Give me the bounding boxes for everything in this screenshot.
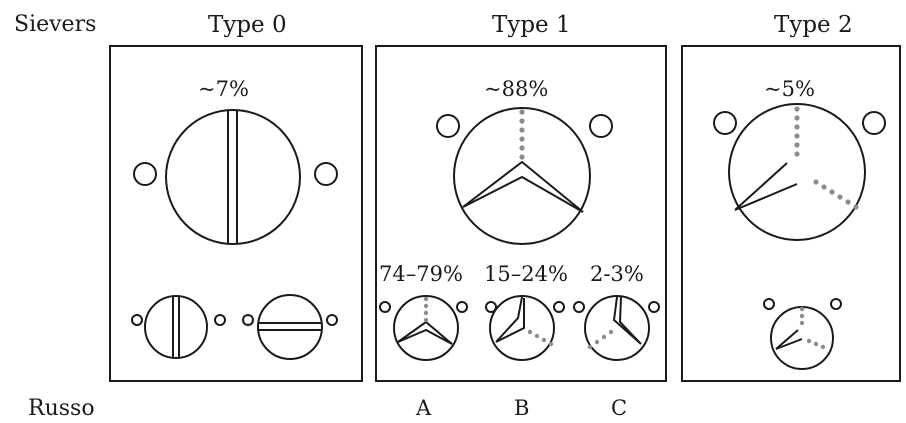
- type-0-small-horizontal-diagram: [242, 294, 338, 360]
- title-type-0: Type 0: [208, 12, 287, 38]
- percent-type-1-a: 74–79%: [379, 262, 463, 286]
- type-0-main-disc: [165, 109, 301, 245]
- letter-c: C: [611, 396, 628, 420]
- percent-type-2: ~5%: [764, 77, 815, 101]
- letter-b: B: [514, 396, 530, 420]
- type-1-main-dots: [519, 109, 525, 160]
- title-type-2: Type 2: [774, 12, 853, 38]
- row-label-russo: Russo: [28, 396, 95, 421]
- percent-type-1-c: 2-3%: [590, 262, 644, 286]
- type-2-main-dots-vertical: [794, 106, 800, 157]
- percent-type-1: ~88%: [484, 77, 549, 101]
- row-label-sievers: Sievers: [14, 12, 97, 37]
- percent-type-1-b: 15–24%: [484, 262, 568, 286]
- type-1-b-diagram: [485, 295, 565, 361]
- type-1-a-diagram: [379, 295, 468, 361]
- type-0-right-small-circle: [314, 162, 338, 186]
- type-1-main-diagram: [436, 107, 613, 245]
- title-type-1: Type 1: [492, 12, 571, 38]
- type-0-left-small-circle: [133, 162, 157, 186]
- type-2-small-diagram: [763, 298, 842, 370]
- letter-a: A: [416, 396, 432, 420]
- type-1-c-diagram: [573, 295, 660, 361]
- type-2-main-dots-diagonal: [813, 179, 859, 210]
- type-0-main-diagram: [133, 109, 338, 245]
- type-2-main-diagram: [713, 103, 886, 241]
- type-0-small-vertical-diagram: [131, 295, 226, 359]
- percent-type-0: ~7%: [198, 77, 249, 101]
